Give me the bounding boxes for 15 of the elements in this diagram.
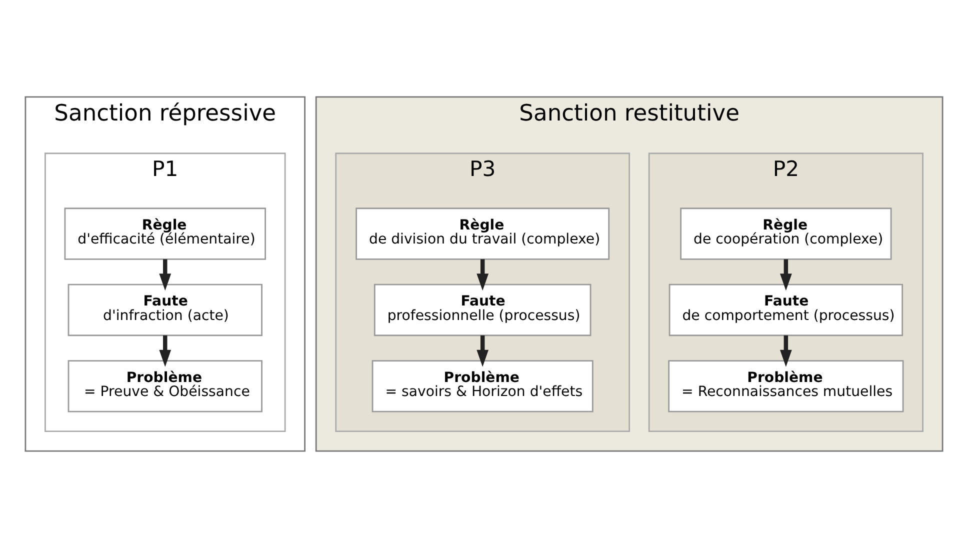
arrow bbox=[780, 259, 792, 291]
node-box: Règle d'efficacité (élémentaire) bbox=[64, 208, 266, 260]
node-box: Faute d'infraction (acte) bbox=[68, 284, 262, 336]
arrow bbox=[780, 335, 792, 367]
node-box: Règle de coopération (complexe) bbox=[680, 208, 892, 260]
node-box: Problème = Reconnaissances mutuelles bbox=[668, 360, 904, 412]
node-box: Problème = Preuve & Obéissance bbox=[68, 360, 262, 412]
node-box: Règle de division du travail (complexe) bbox=[356, 208, 610, 260]
node-box: Faute professionnelle (processus) bbox=[374, 284, 592, 336]
arrow bbox=[159, 259, 172, 291]
node-box: Problème = savoirs & Horizon d'effets bbox=[372, 360, 594, 412]
arrow bbox=[476, 335, 489, 367]
arrow bbox=[476, 259, 489, 291]
arrow bbox=[159, 335, 172, 367]
node-box: Faute de comportement (processus) bbox=[668, 284, 904, 336]
